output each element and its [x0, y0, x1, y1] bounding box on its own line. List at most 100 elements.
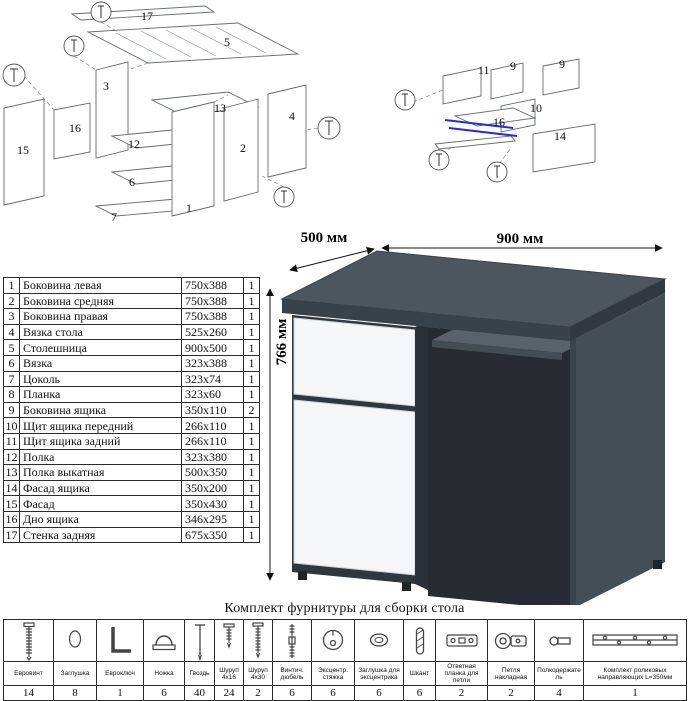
part-qty: 1 [243, 308, 260, 325]
hinge-plate-icon [435, 619, 488, 662]
hardware-item-qty: 14 [3, 685, 54, 701]
desktop-hatch-lines [115, 26, 267, 60]
depth-dimension-label: 500 мм [301, 232, 348, 246]
exploded-panels [3, 5, 307, 217]
part-number: 4 [3, 323, 20, 341]
drawer-slide-icon [583, 619, 687, 662]
part-number: 16 [3, 510, 20, 528]
hardware-item-name: Винтич. дюбель [272, 661, 312, 686]
screw-icon [10, 5, 333, 203]
part-size: 525x260 [181, 323, 244, 341]
hardware-item-name: Эксцентр. стяжка [311, 661, 355, 686]
part-number: 10 [3, 417, 20, 434]
hardware-item-name: Петля накладная [487, 661, 535, 686]
drawer-side-panel [542, 58, 580, 96]
screw-icon [402, 93, 500, 178]
part-name: Фасад ящика [19, 479, 182, 497]
part-size: 350x110 [181, 401, 244, 419]
hardware-icon-row [3, 619, 687, 662]
part-number: 12 [3, 448, 20, 466]
hardware-item-name: Заглушка для эксцентрика [354, 661, 404, 686]
width-dimension-label: 900 мм [497, 232, 544, 247]
part-size: 323x380 [181, 448, 244, 466]
hardware-callout-circles [394, 89, 508, 183]
part-number-label: 6 [129, 175, 135, 189]
part-number-label: 16 [69, 121, 81, 135]
part-qty: 1 [243, 495, 260, 512]
hardware-item-qty: 2 [487, 685, 535, 701]
part-number-label: 7 [111, 210, 117, 224]
part-name: Планка [19, 386, 182, 403]
part-number: 13 [3, 464, 20, 481]
part-number: 6 [3, 354, 20, 372]
assembly-leader-lines [23, 21, 319, 188]
part-qty: 1 [243, 277, 260, 294]
part-size: 323x74 [181, 370, 244, 388]
part-qty: 1 [243, 292, 260, 310]
part-name: Фасад [19, 495, 182, 512]
part-name: Вязка стола [19, 323, 182, 341]
hardware-item-qty: 6 [311, 685, 355, 701]
part-name: Щит ящика передний [19, 417, 182, 434]
part-number-label: 17 [141, 9, 153, 23]
screw-short-icon [214, 619, 244, 662]
hardware-kit-title: Комплект фурнитуры для сборки стола [224, 601, 465, 616]
part-qty: 2 [243, 401, 260, 419]
hardware-item-qty: 6 [403, 685, 436, 701]
panel-desktop [86, 22, 300, 64]
part-name: Дно ящика [19, 510, 182, 528]
drawer-back-panel [442, 67, 482, 105]
part-size: 266x110 [181, 432, 244, 450]
wood-dowel-icon [403, 619, 436, 662]
part-size: 750x388 [181, 292, 244, 310]
foot-glide-icon [143, 619, 185, 662]
hardware-item-name: Заглушка [53, 661, 97, 686]
part-name: Боковина ящика [19, 401, 182, 419]
part-size: 750x388 [181, 308, 244, 325]
part-number-label: 13 [214, 101, 226, 115]
shelf-pin-icon [534, 619, 584, 662]
part-size: 323x60 [181, 386, 244, 403]
hardware-item-name: Комплект роликовых направляющих L=350мм [583, 661, 687, 686]
desktop-right-edge [570, 279, 665, 341]
hardware-item-name: Ножка [143, 661, 185, 686]
part-number-label: 1 [186, 201, 192, 215]
hardware-item-name: Гвоздь [184, 661, 215, 686]
part-name: Стенка задняя [19, 526, 182, 544]
part-qty: 1 [243, 370, 260, 388]
part-number-label: 4 [289, 109, 295, 123]
part-number: 2 [3, 292, 20, 310]
hardware-item-qty: 40 [184, 685, 215, 701]
part-number-label: 11 [478, 63, 490, 77]
part-number: 3 [3, 308, 20, 325]
part-number-label: 5 [224, 35, 230, 49]
part-size: 675x350 [181, 526, 244, 544]
part-name: Полка [19, 448, 182, 466]
part-qty: 1 [243, 417, 260, 434]
plug-cap-icon [53, 619, 97, 662]
part-number-label: 3 [103, 79, 109, 93]
part-number-label: 10 [530, 101, 542, 115]
hardware-item-qty: 6 [143, 685, 185, 701]
part-number: 9 [3, 401, 20, 419]
part-qty: 1 [243, 464, 260, 481]
panel-drawer-bottom [53, 102, 91, 160]
part-qty: 1 [243, 354, 260, 372]
cabinet-door [293, 399, 416, 576]
part-number: 7 [3, 370, 20, 388]
assembled-desk-render: 900 мм 500 мм 766 мм [266, 232, 667, 605]
height-dimension-label: 766 мм [274, 319, 290, 366]
